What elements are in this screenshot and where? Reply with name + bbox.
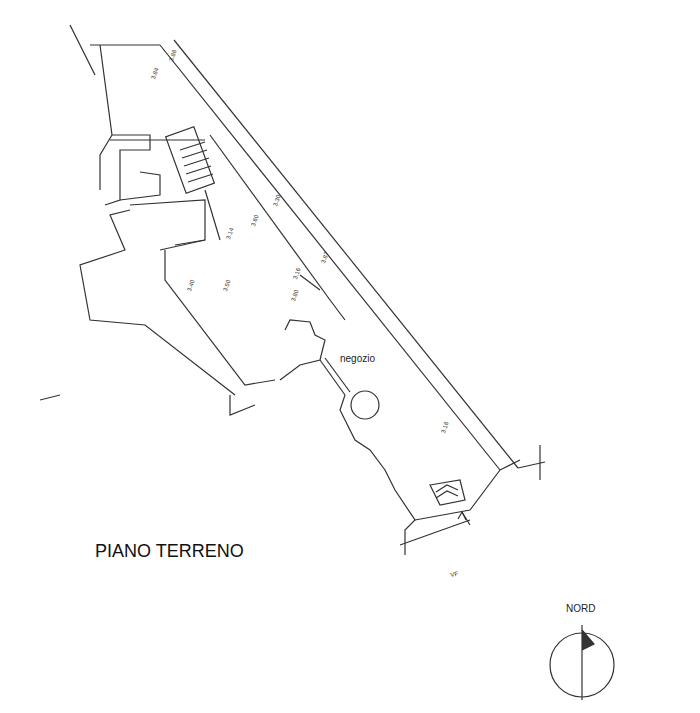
outer-wall xyxy=(174,40,518,468)
outer-wall xyxy=(160,45,500,470)
dimension: 3.50 xyxy=(222,279,232,292)
dimension: 3.18 xyxy=(440,421,450,434)
dimension: 3.84 xyxy=(150,67,160,80)
dimension: 3.30 xyxy=(272,194,282,207)
dimension: 3.88 xyxy=(168,49,178,62)
dimension: 3.80 xyxy=(290,289,300,302)
dimension: 3.87 xyxy=(320,251,330,264)
room-name: negozio xyxy=(340,354,375,364)
note-label: VF xyxy=(450,571,459,578)
north-label: NORD xyxy=(566,604,595,614)
dimension: 3.60 xyxy=(250,214,260,227)
plan-title: PIANO TERRENO xyxy=(95,542,244,560)
dimension: 3.14 xyxy=(225,227,235,240)
dimension: 3.16 xyxy=(292,267,302,280)
dimension: 3.40 xyxy=(186,279,196,292)
north-arrow xyxy=(550,625,614,700)
walls xyxy=(40,25,545,555)
